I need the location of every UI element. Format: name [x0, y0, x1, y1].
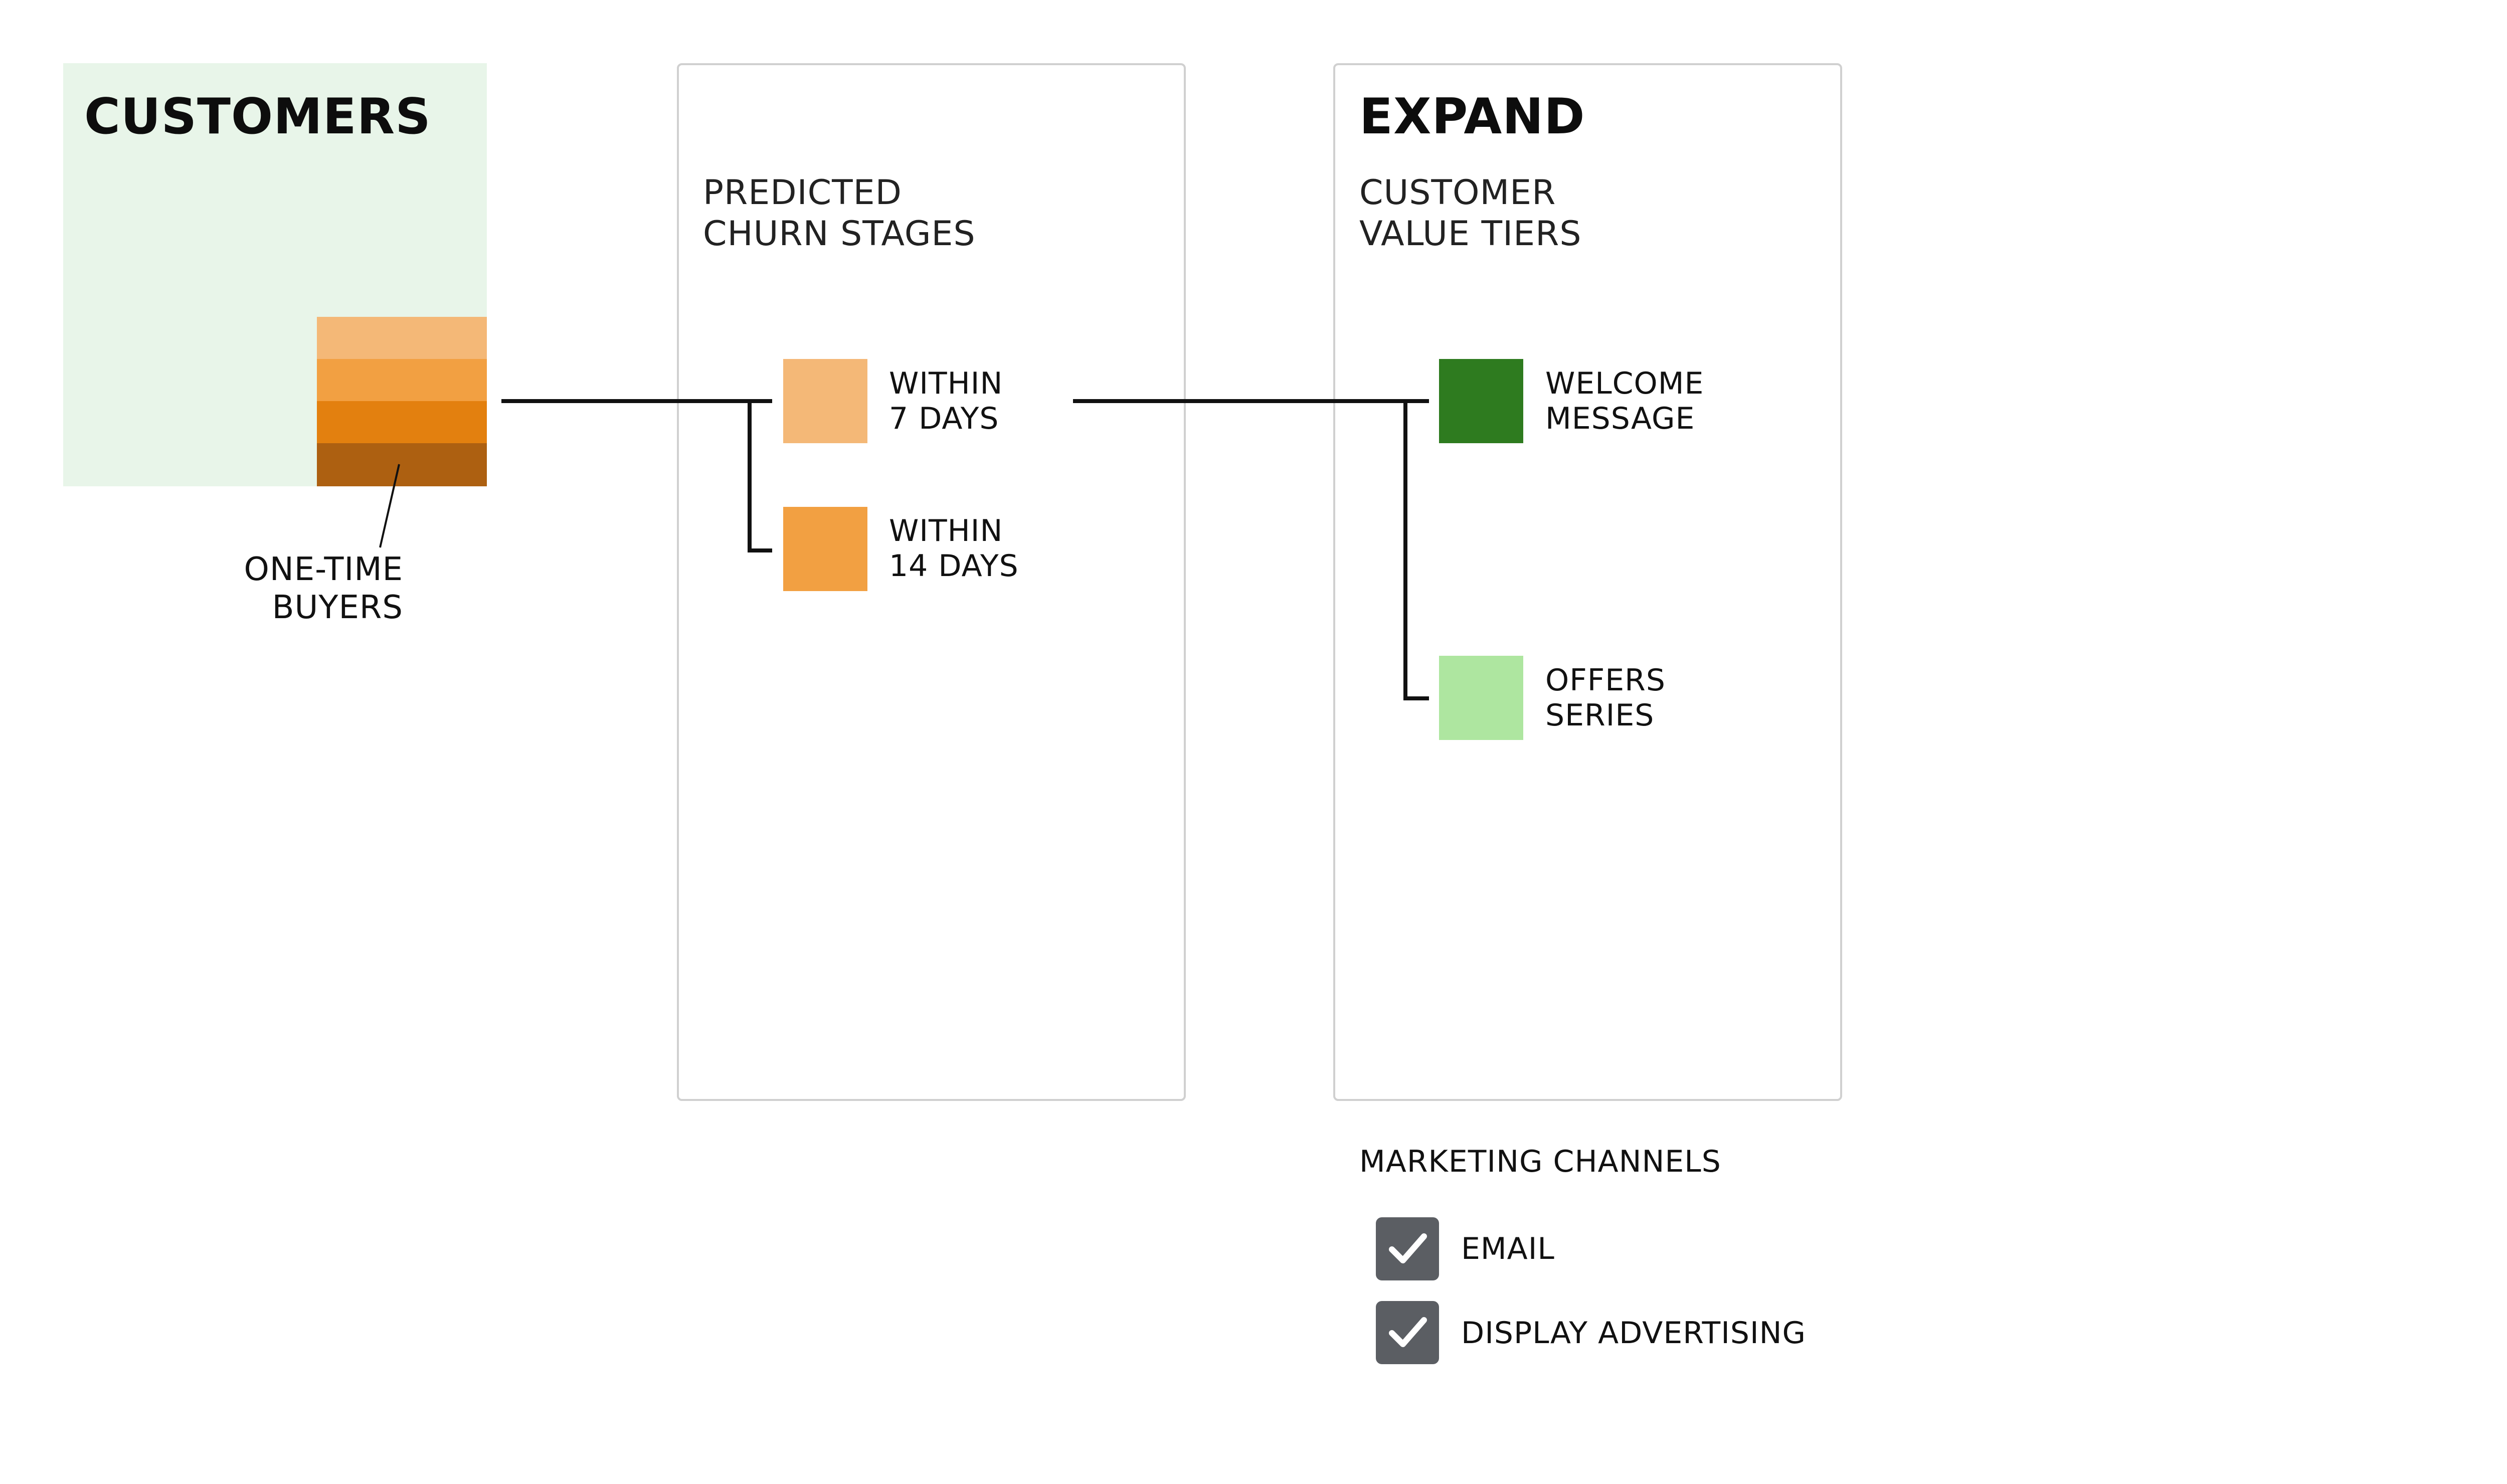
marketing-channels-title: MARKETING CHANNELS [1359, 1144, 1721, 1179]
segment-leader-line [379, 464, 400, 548]
display-advertising-checkbox[interactable] [1376, 1301, 1439, 1364]
expand-panel [1333, 63, 1842, 1101]
tier-offers-label: OFFERS SERIES [1545, 663, 1666, 733]
segment-stripe-3 [317, 401, 487, 443]
email-label: EMAIL [1461, 1231, 1555, 1266]
tier-offers-swatch[interactable] [1439, 656, 1523, 740]
expand-branch-line [1403, 401, 1429, 700]
display-advertising-label: DISPLAY ADVERTISING [1461, 1316, 1807, 1351]
segment-stripe-1 [317, 317, 487, 359]
segment-label: ONE-TIME BUYERS [244, 551, 403, 626]
churn-branch-line [748, 401, 772, 552]
checkmark-icon [1389, 1317, 1427, 1347]
expand-title: EXPAND [1359, 88, 1585, 145]
email-checkbox[interactable] [1376, 1217, 1439, 1280]
stage-14-days-label: WITHIN 14 DAYS [889, 513, 1019, 584]
segment-stripe-2 [317, 359, 487, 401]
tier-welcome-swatch[interactable] [1439, 359, 1523, 443]
segment-stripe-4 [317, 443, 487, 486]
checkmark-icon [1389, 1233, 1427, 1263]
stage-7-days-label: WITHIN 7 DAYS [889, 366, 1003, 436]
expand-subtitle: CUSTOMER VALUE TIERS [1359, 173, 1582, 254]
churn-stages-subtitle: PREDICTED CHURN STAGES [703, 173, 976, 254]
customers-title: CUSTOMERS [84, 88, 431, 145]
segment-stack[interactable] [317, 317, 487, 486]
stage-14-days-swatch[interactable] [783, 507, 867, 591]
churn-stages-panel [677, 63, 1186, 1101]
tier-welcome-label: WELCOME MESSAGE [1545, 366, 1704, 436]
stage-7-days-swatch[interactable] [783, 359, 867, 443]
